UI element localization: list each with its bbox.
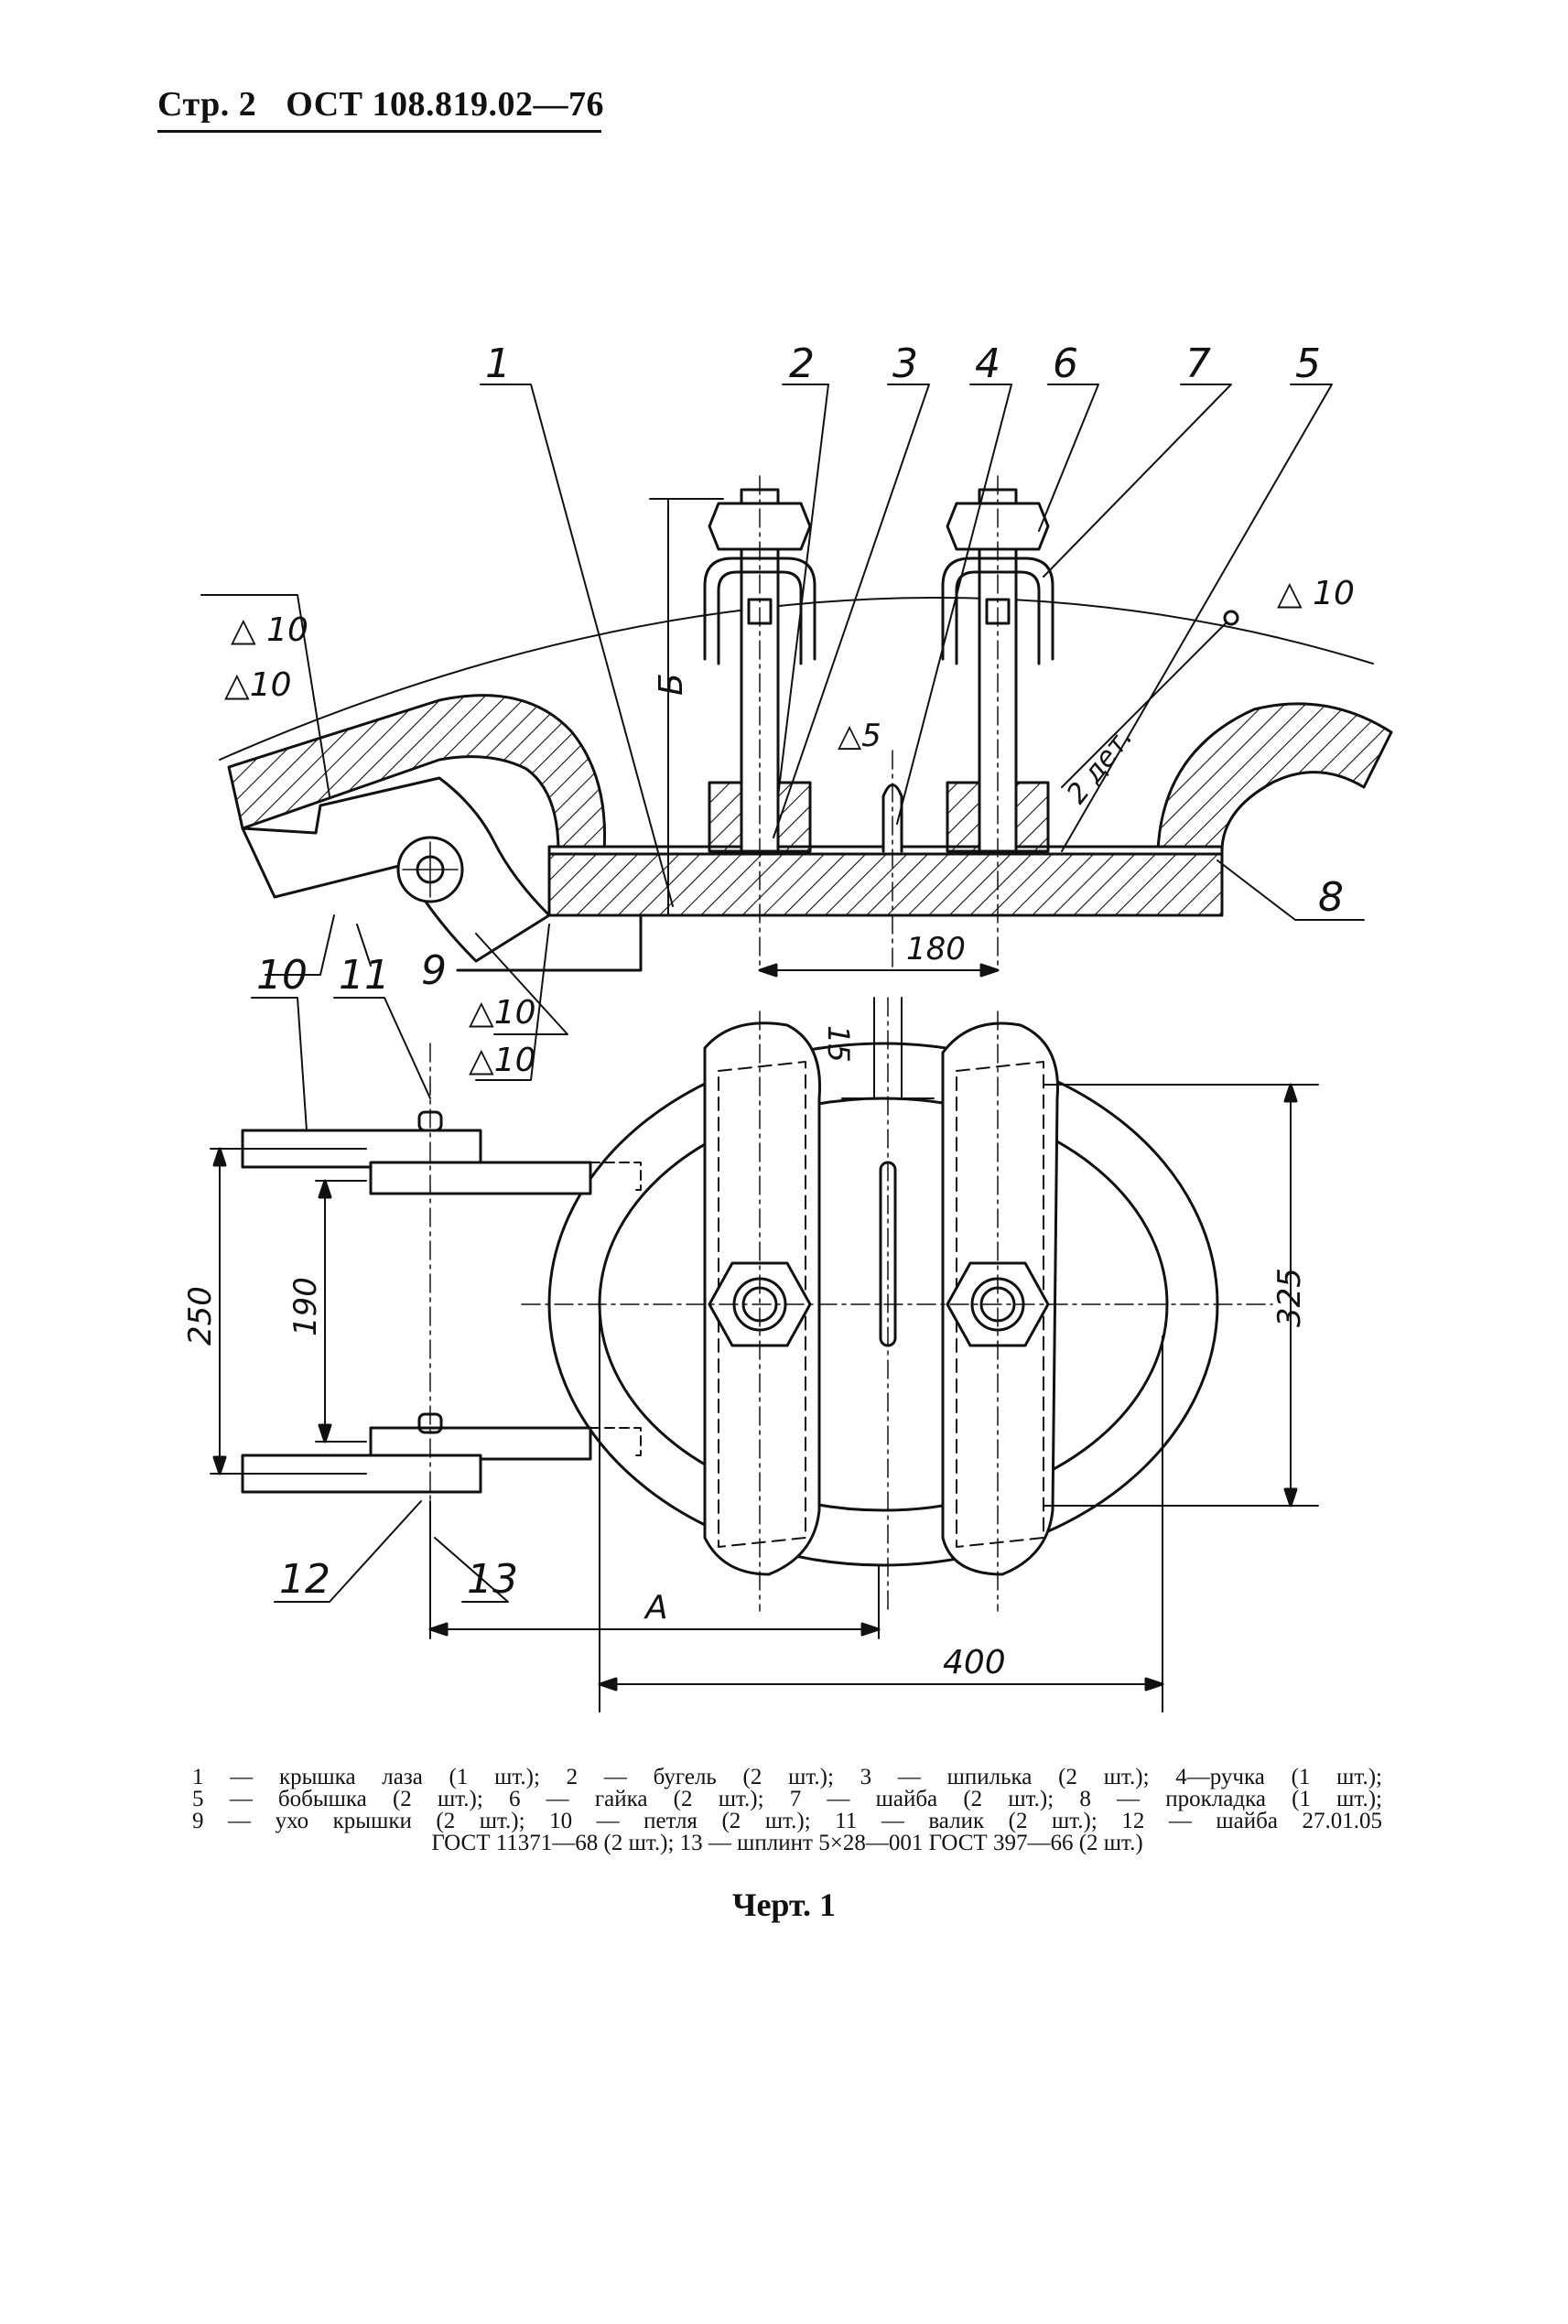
parts-legend: 1 — крышка лаза (1 шт.); 2 — бугель (2 ш… <box>192 1765 1382 1855</box>
dim-400 <box>599 1299 1163 1713</box>
dim-250-label: 250 <box>182 1286 219 1346</box>
dim-325-label: 325 <box>1271 1268 1308 1327</box>
callout-7: 7 <box>1185 340 1211 387</box>
legend-line-2: 5 — бобышка (2 шт.); 6 — гайка (2 шт.); … <box>192 1787 1382 1811</box>
callout-11: 11 <box>339 952 390 999</box>
dim-height-label: Б <box>653 673 690 696</box>
dim-15 <box>841 997 935 1099</box>
dim-400-label: 400 <box>943 1644 1006 1681</box>
callout-8: 8 <box>1318 874 1344 921</box>
hinge-ear-plan-top <box>369 1161 592 1195</box>
dim-a <box>429 1500 880 1639</box>
weld-mark-2: △10 <box>224 666 292 704</box>
weld-mark-6: △10 <box>469 1042 536 1079</box>
header-text: Стр. 2 ОСТ 108.819.02—76 <box>157 84 604 124</box>
callout-5: 5 <box>1295 340 1321 387</box>
callout-2: 2 <box>789 340 815 387</box>
callout-9: 9 <box>421 947 447 994</box>
page-header: Стр. 2 ОСТ 108.819.02—76 <box>157 84 604 133</box>
callout-4: 4 <box>975 340 1000 387</box>
weld-mark-3: △ 10 <box>1277 575 1355 612</box>
callout-12: 12 <box>279 1556 330 1603</box>
dim-325 <box>1043 1084 1319 1507</box>
dim-250 <box>210 1148 367 1475</box>
callout-6: 6 <box>1053 340 1078 387</box>
page-number: Стр. 2 <box>157 85 257 124</box>
callout-3: 3 <box>892 340 918 387</box>
plate-step <box>456 913 643 972</box>
callout-13: 13 <box>467 1556 518 1603</box>
callout-1: 1 <box>485 340 511 387</box>
weld-mark-1: △ 10 <box>231 611 308 649</box>
weld-mark-5: △10 <box>469 994 536 1032</box>
legend-line-4: ГОСТ 11371—68 (2 шт.); 13 — шплинт 5×28—… <box>431 1831 1143 1855</box>
header-underline <box>157 130 601 133</box>
right-hatched-arch <box>1156 702 1393 853</box>
callout-10: 10 <box>256 952 308 999</box>
legend-line-1: 1 — крышка лаза (1 шт.); 2 — бугель (2 ш… <box>192 1765 1382 1789</box>
dim-15-label: 15 <box>821 1025 856 1063</box>
legend-line-3: 9 — ухо крышки (2 шт.); 10 — петля (2 шт… <box>192 1809 1382 1833</box>
figure-caption: Черт. 1 <box>732 1886 836 1923</box>
technical-drawing: 1 2 3 4 6 7 5 8 9 10 11 12 13 Б 180 15 3… <box>182 340 1393 1713</box>
dim-a-label: А <box>643 1589 668 1627</box>
standard-number: ОСТ 108.819.02—76 <box>286 85 605 124</box>
weld-mark-4: △5 <box>838 718 881 754</box>
hinge-ear-plan-bottom <box>369 1426 592 1461</box>
base-plate <box>547 849 1224 917</box>
dim-180-label: 180 <box>906 931 966 967</box>
cover-arc <box>219 597 1374 761</box>
dim-190-label: 190 <box>287 1277 324 1336</box>
two-parts-note: 2 дет. <box>1061 722 1140 810</box>
dim-height <box>649 498 724 916</box>
